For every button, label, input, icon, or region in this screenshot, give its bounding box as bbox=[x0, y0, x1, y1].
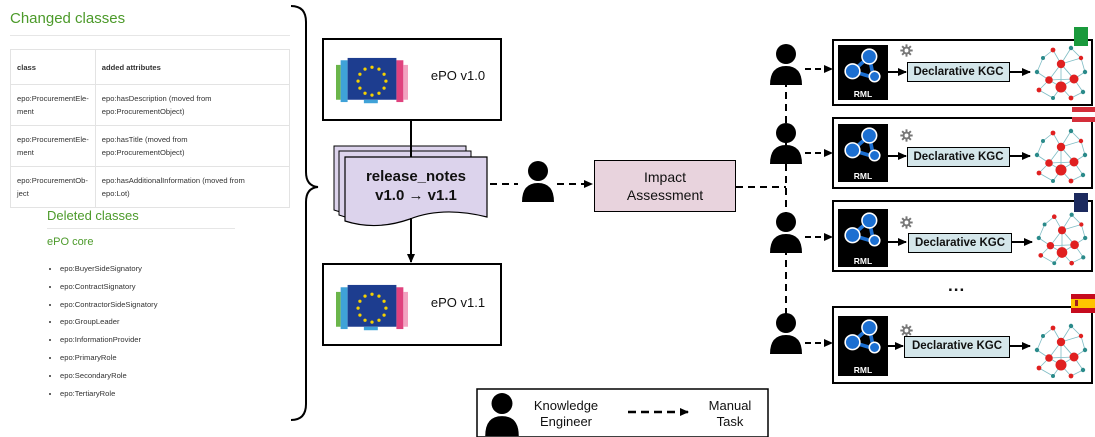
epo-core-heading: ePO core bbox=[47, 236, 94, 248]
rml-logo-icon bbox=[842, 319, 884, 355]
table-header-class: class bbox=[10, 49, 96, 85]
release-notes-line2: v1.0 → v1.1 bbox=[375, 187, 457, 204]
changed-classes-table: class added attributes epo:ProcurementEl… bbox=[10, 49, 291, 208]
declarative-kgc-box: Declarative KGC bbox=[904, 336, 1010, 358]
list-item: epo:SecondaryRole bbox=[60, 367, 158, 385]
rml-box: RML bbox=[838, 316, 888, 376]
list-item: epo:InformationProvider bbox=[60, 331, 158, 349]
rml-logo-icon bbox=[842, 48, 884, 84]
rml-logo-icon bbox=[842, 127, 884, 163]
table-cell-attributes: epo:hasTitle (moved from epo:Procurement… bbox=[94, 125, 291, 167]
legend-engineer-line1: Knowledge bbox=[533, 398, 599, 413]
knowledge-engineer-icon bbox=[770, 313, 802, 354]
list-item: epo:ContractSignatory bbox=[60, 278, 158, 296]
table-header-added-attributes: added attributes bbox=[94, 49, 291, 85]
eu-logo-icon bbox=[336, 282, 408, 332]
list-item: epo:PrimaryRole bbox=[60, 349, 158, 367]
rml-label: RML bbox=[853, 89, 873, 99]
gear-icon bbox=[900, 216, 913, 229]
navy-flag-icon bbox=[1074, 193, 1088, 212]
rml-logo-icon bbox=[842, 212, 884, 248]
legend-engineer-line2: Engineer bbox=[539, 414, 593, 429]
table-cell-class: epo:ProcurementOb- ject bbox=[10, 166, 96, 208]
table-row: epo:ProcurementOb- ject epo:hasAdditiona… bbox=[10, 166, 291, 208]
eu-logo-icon bbox=[336, 55, 408, 105]
legend-manual-task-label: Manual Task bbox=[700, 398, 760, 430]
rml-box: RML bbox=[838, 45, 888, 100]
table-row: epo:ProcurementEle- ment epo:hasDescript… bbox=[10, 84, 291, 126]
table-cell-attributes: epo:hasAdditionalInformation (moved from… bbox=[94, 166, 291, 208]
knowledge-engineer-icon bbox=[770, 212, 802, 253]
release-notes-line1: release_notes bbox=[365, 168, 467, 185]
heading-divider bbox=[47, 228, 235, 229]
list-item: epo:TertiaryRole bbox=[60, 385, 158, 403]
legend-engineer-label: Knowledge Engineer bbox=[522, 398, 610, 430]
deleted-classes-list: epo:BuyerSideSignatory epo:ContractSigna… bbox=[47, 260, 158, 402]
impact-line2: Assessment bbox=[626, 187, 704, 203]
release-notes-doc-icon bbox=[333, 145, 488, 227]
rml-box: RML bbox=[838, 209, 888, 267]
gear-icon bbox=[900, 44, 913, 57]
curly-brace bbox=[290, 5, 319, 421]
green-flag-icon bbox=[1074, 27, 1088, 46]
release-notes-title: release_notes v1.0 → v1.1 bbox=[345, 167, 487, 205]
gear-icon bbox=[900, 324, 913, 337]
list-item: epo:BuyerSideSignatory bbox=[60, 260, 158, 278]
declarative-kgc-box: Declarative KGC bbox=[907, 147, 1010, 167]
legend-manual-line1: Manual bbox=[708, 398, 752, 413]
rml-box: RML bbox=[838, 124, 888, 182]
declarative-kgc-box: Declarative KGC bbox=[908, 233, 1012, 253]
rml-label: RML bbox=[853, 171, 873, 181]
heading-divider bbox=[10, 35, 290, 36]
epo-v11-label: ePO v1.1 bbox=[430, 295, 486, 310]
more-pipelines-ellipsis: ... bbox=[948, 276, 966, 295]
rml-label: RML bbox=[853, 256, 873, 266]
rml-label: RML bbox=[853, 365, 873, 375]
changed-classes-heading: Changed classes bbox=[10, 10, 126, 27]
gear-icon bbox=[900, 129, 913, 142]
list-item: epo:GroupLeader bbox=[60, 313, 158, 331]
spain-flag-icon bbox=[1071, 294, 1095, 313]
austria-flag-icon bbox=[1072, 107, 1095, 122]
table-header-row: class added attributes bbox=[10, 49, 291, 85]
legend-manual-line2: Task bbox=[716, 414, 744, 429]
impact-line1: Impact bbox=[643, 169, 686, 185]
declarative-kgc-box: Declarative KGC bbox=[907, 62, 1010, 82]
table-cell-attributes: epo:hasDescription (moved from epo:Procu… bbox=[94, 84, 291, 126]
table-cell-class: epo:ProcurementEle- ment bbox=[10, 84, 96, 126]
epo-v10-label: ePO v1.0 bbox=[430, 68, 486, 83]
legend-box bbox=[476, 388, 769, 437]
knowledge-engineer-icon bbox=[770, 44, 802, 85]
list-item: epo:ContractorSideSignatory bbox=[60, 296, 158, 314]
impact-assessment-box: Impact Assessment bbox=[594, 160, 736, 212]
knowledge-engineer-icon bbox=[522, 161, 554, 202]
deleted-classes-heading: Deleted classes bbox=[47, 208, 139, 223]
